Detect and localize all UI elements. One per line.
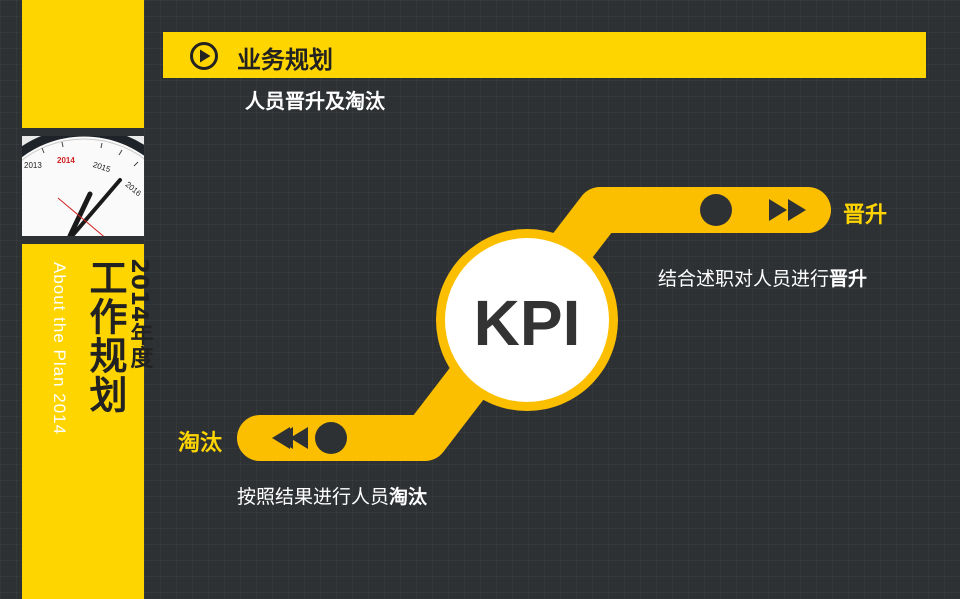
- sidebar: 2013 2014 2015 2016 2014年度 工作规划 About th…: [22, 0, 152, 599]
- promotion-desc-text: 结合述职对人员进行: [658, 268, 830, 290]
- sidebar-divider: [22, 128, 144, 136]
- elimination-description: 按照结果进行人员淘汰: [237, 482, 427, 509]
- elimination-desc-text: 按照结果进行人员: [237, 486, 390, 508]
- clock-image: 2013 2014 2015 2016: [22, 136, 144, 236]
- play-circle-icon: [190, 42, 218, 70]
- promotion-description: 结合述职对人员进行晋升: [658, 264, 867, 291]
- dot-icon: [700, 194, 732, 226]
- promotion-desc-emphasis: 晋升: [829, 268, 868, 290]
- sidebar-divider: [22, 236, 144, 244]
- header-bar: 业务规划: [163, 32, 926, 78]
- fast-forward-icon: [769, 199, 806, 221]
- promotion-label: 晋升: [843, 203, 888, 228]
- main-title: 工作规划: [83, 258, 127, 414]
- rewind-icon: [272, 427, 308, 449]
- dot-icon: [315, 422, 347, 454]
- kpi-label: KPI: [474, 287, 581, 359]
- page-subtitle: 人员晋升及淘汰: [245, 89, 385, 113]
- clock-number: 2014: [57, 156, 75, 165]
- elimination-desc-emphasis: 淘汰: [389, 486, 428, 508]
- kpi-circle: [445, 238, 609, 402]
- elimination-label: 淘汰: [178, 431, 223, 456]
- year-title: 2014年度: [126, 258, 152, 369]
- header-title: 业务规划: [237, 46, 333, 74]
- english-title: About the Plan 2014: [50, 262, 69, 436]
- clock-number: 2013: [24, 161, 42, 170]
